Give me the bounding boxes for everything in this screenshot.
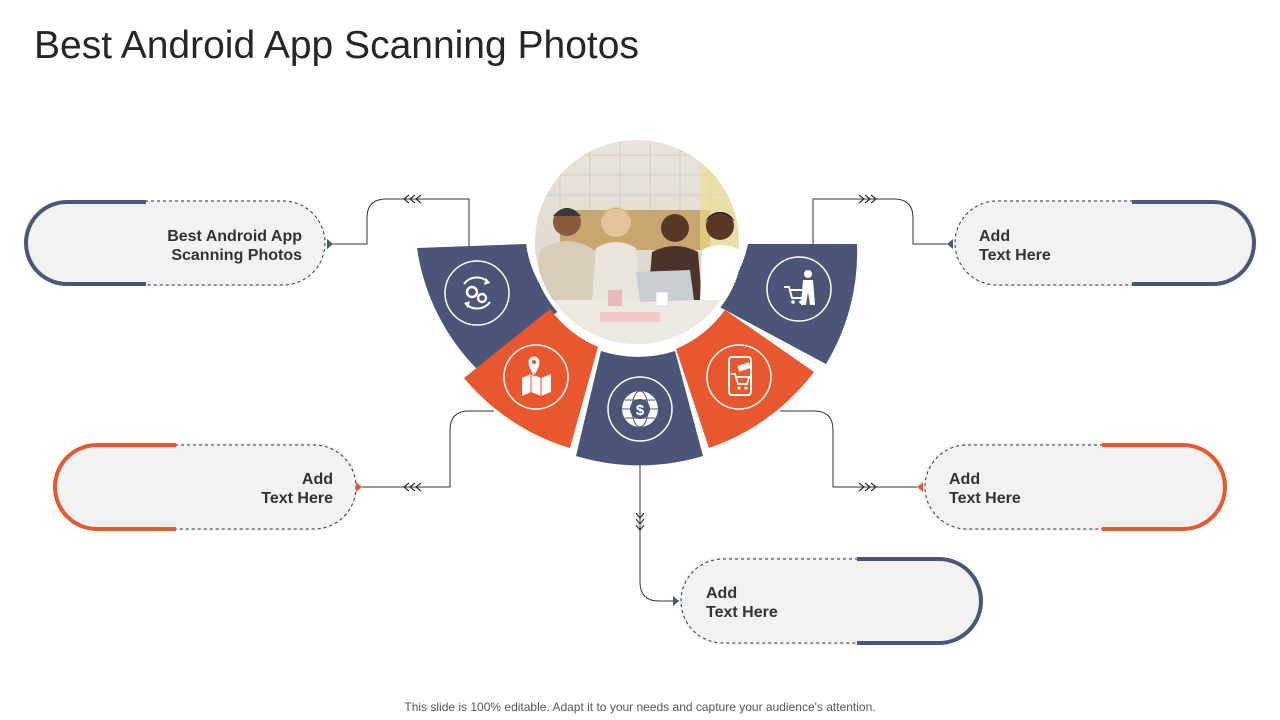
caption-top-right-line1: Add — [979, 228, 1011, 245]
arrow-tip-middle-left — [356, 482, 362, 492]
segment-top-right — [714, 244, 858, 364]
segment-middle-right — [676, 310, 814, 448]
arrow-tip-bottom-center — [673, 596, 679, 606]
pill-top-left — [24, 200, 326, 286]
arrow-tip-top-left — [327, 239, 333, 249]
arrow-tip-top-right — [947, 239, 953, 249]
dollar-globe-icon: $ — [607, 376, 673, 442]
pill-bottom-center — [679, 557, 983, 645]
pill-middle-right — [923, 443, 1227, 531]
caption-bottom-center-line1: Add — [706, 585, 738, 602]
connectors — [327, 198, 947, 602]
pill-top-right — [954, 200, 1256, 286]
chevron-markers — [403, 194, 877, 531]
caption-middle-right: Add Text Here — [949, 470, 1089, 508]
caption-middle-left-line2: Text Here — [261, 490, 333, 507]
footer-note: This slide is 100% editable. Adapt it to… — [404, 700, 876, 714]
caption-top-left: Best Android App Scanning Photos — [140, 227, 302, 265]
gears-cycle-icon — [444, 260, 510, 326]
caption-bottom-center-line2: Text Here — [706, 604, 778, 621]
slide-title: Best Android App Scanning Photos — [34, 24, 639, 67]
caption-top-left-line1: Best Android App — [167, 228, 302, 245]
ring-segments — [417, 244, 858, 466]
team-meeting-photo — [531, 136, 743, 348]
caption-middle-right-line1: Add — [949, 471, 981, 488]
caption-middle-right-line2: Text Here — [949, 490, 1021, 507]
caption-middle-left-line1: Add — [301, 471, 333, 488]
segment-top-left — [417, 244, 560, 370]
caption-top-right-line2: Text Here — [979, 247, 1051, 264]
caption-top-left-line2: Scanning Photos — [171, 247, 302, 264]
person-cart-icon — [766, 256, 832, 322]
pill-middle-left — [53, 443, 358, 531]
caption-middle-left: Add Text Here — [200, 470, 333, 508]
mobile-shopping-icon — [706, 344, 772, 410]
arrow-tip-middle-right — [917, 482, 923, 492]
svg-text:$: $ — [636, 402, 645, 419]
map-pin-icon — [503, 344, 569, 410]
caption-bottom-center: Add Text Here — [706, 584, 846, 622]
caption-top-right: Add Text Here — [979, 227, 1119, 265]
